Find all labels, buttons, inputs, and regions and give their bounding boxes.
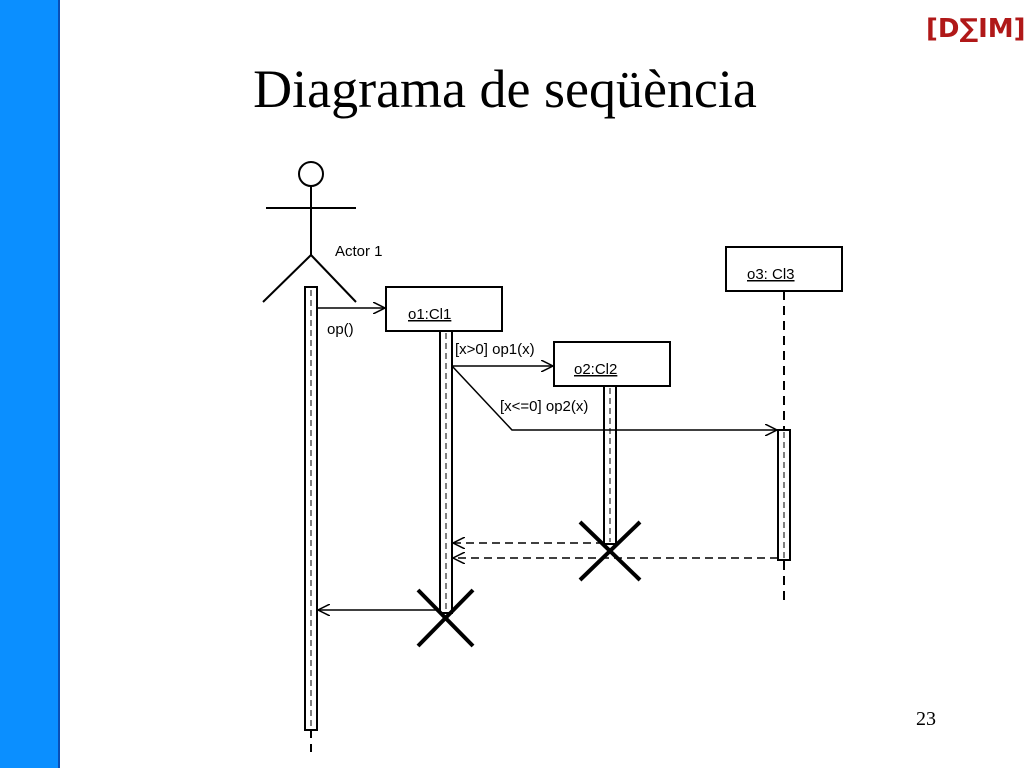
object-o3-label: o3: Cl3 bbox=[747, 266, 795, 283]
object-o1-label: o1:Cl1 bbox=[408, 306, 451, 323]
o1-activation bbox=[439, 330, 453, 614]
actor-activation bbox=[304, 286, 318, 731]
object-o2 bbox=[553, 341, 671, 387]
actor-label: Actor 1 bbox=[335, 243, 383, 260]
o2-activation bbox=[603, 385, 617, 545]
o1-destroy-mark bbox=[416, 588, 475, 648]
o2-destroy-mark bbox=[578, 520, 642, 582]
actor-figure bbox=[262, 161, 357, 303]
message-op2-arrow bbox=[451, 365, 777, 430]
side-bar bbox=[0, 0, 60, 768]
page-number: 23 bbox=[916, 708, 936, 730]
object-o1 bbox=[385, 286, 503, 332]
slide-title: Diagrama de seqüència bbox=[253, 59, 757, 119]
o3-activation bbox=[777, 429, 791, 561]
message-op-label: op() bbox=[327, 321, 354, 338]
logo: [D∑IM] bbox=[926, 14, 1024, 44]
object-o2-label: o2:Cl2 bbox=[574, 361, 617, 378]
object-o3 bbox=[725, 246, 843, 292]
message-op2-label: [x<=0] op2(x) bbox=[500, 398, 588, 415]
message-op1-label: [x>0] op1(x) bbox=[455, 341, 535, 358]
